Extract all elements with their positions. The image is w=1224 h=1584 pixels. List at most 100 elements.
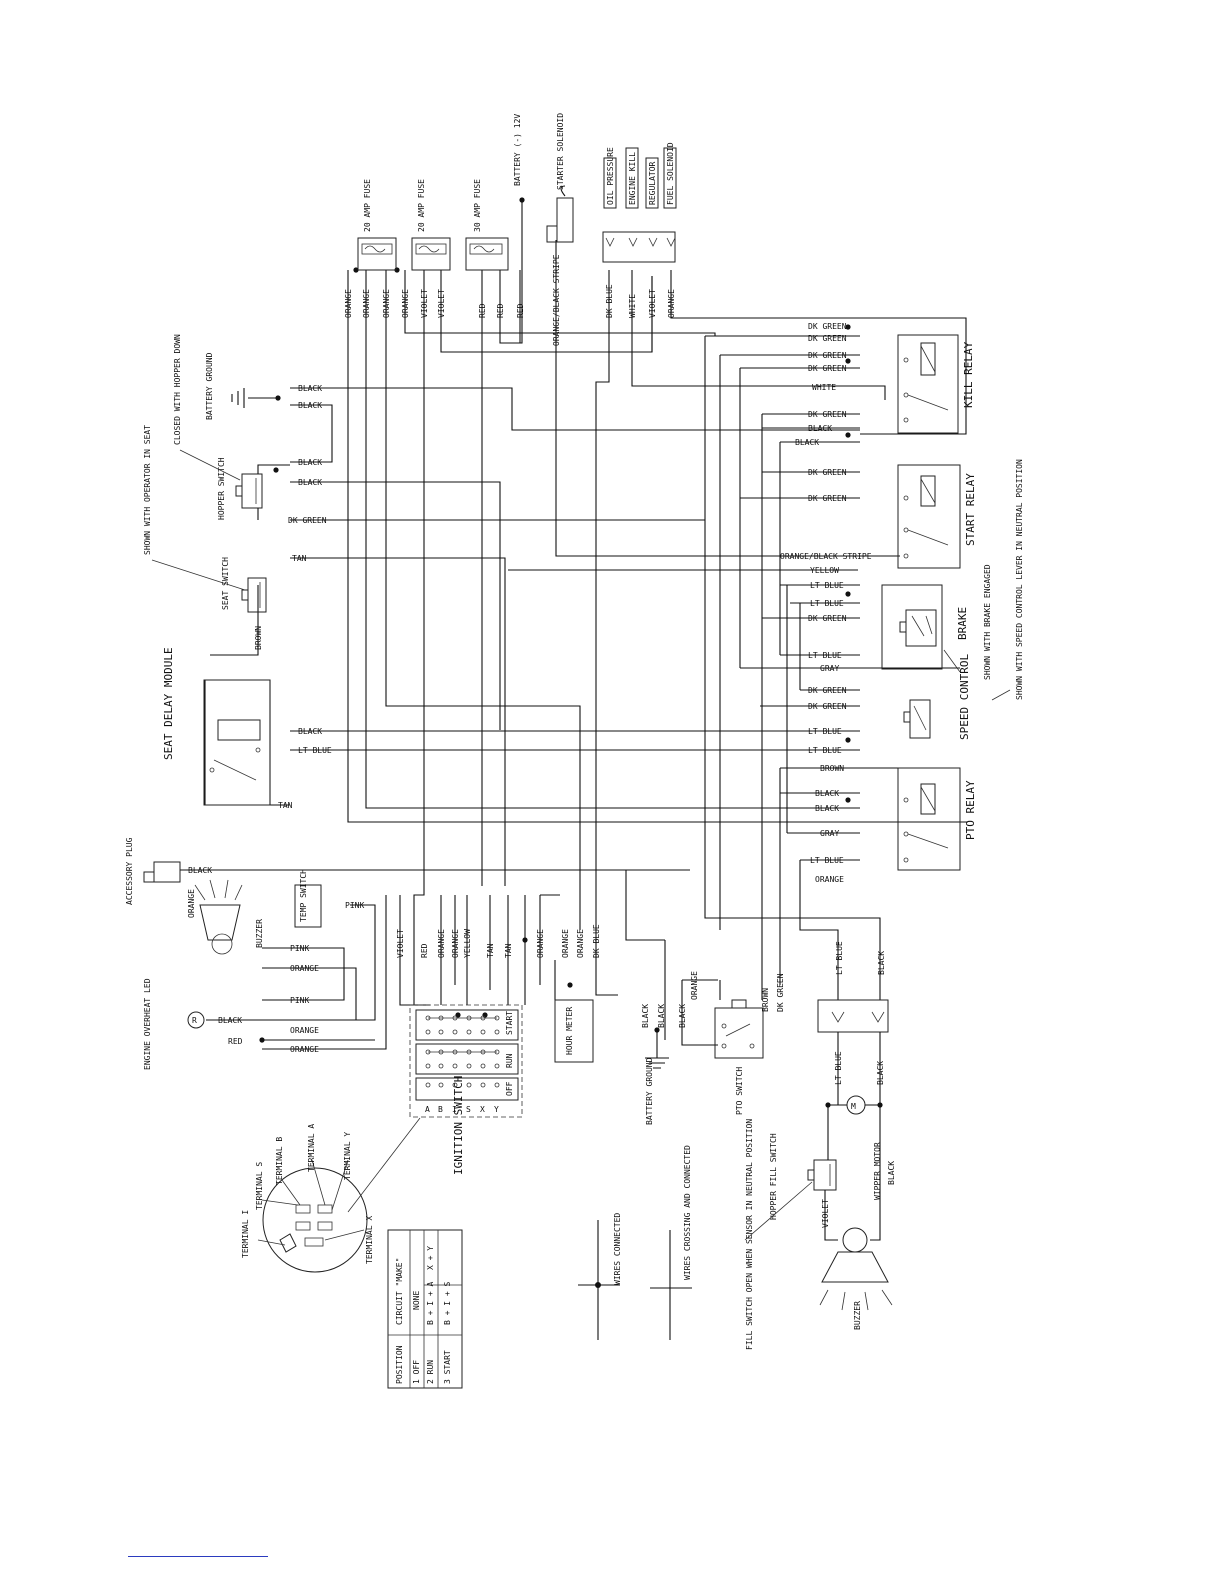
svg-text:DK GREEN: DK GREEN bbox=[288, 516, 327, 525]
svg-text:ORANGE: ORANGE bbox=[667, 289, 676, 318]
svg-text:DK GREEN: DK GREEN bbox=[808, 364, 847, 373]
svg-text:CIRCUIT "MAKE": CIRCUIT "MAKE" bbox=[395, 1258, 404, 1325]
pto-switch-label: PTO SWITCH bbox=[735, 1067, 744, 1115]
svg-text:ORANGE: ORANGE bbox=[536, 929, 545, 958]
engine-connector: OIL PRESSURE ENGINE KILL REGULATOR FUEL … bbox=[602, 142, 677, 263]
svg-text:BLACK: BLACK bbox=[298, 478, 322, 487]
svg-text:DK GREEN: DK GREEN bbox=[808, 702, 847, 711]
connector-label-engine-kill: ENGINE KILL bbox=[628, 152, 637, 205]
svg-text:RED: RED bbox=[478, 303, 487, 318]
svg-text:LT BLUE: LT BLUE bbox=[835, 941, 844, 975]
fuse-20a-2: 20 AMP FUSE bbox=[411, 179, 451, 271]
wiper-motor-label: WIPPER MOTOR bbox=[873, 1142, 882, 1200]
svg-text:TERMINAL I: TERMINAL I bbox=[241, 1210, 250, 1258]
accessory-plug: ACCESSORY PLUG bbox=[125, 837, 181, 905]
svg-text:M: M bbox=[851, 1102, 856, 1111]
svg-text:2 RUN: 2 RUN bbox=[426, 1360, 435, 1384]
svg-text:RED: RED bbox=[516, 303, 525, 318]
svg-text:RED: RED bbox=[228, 1037, 243, 1046]
footer-rule bbox=[128, 1556, 268, 1557]
svg-text:NONE: NONE bbox=[412, 1291, 421, 1310]
svg-text:TERMINAL A: TERMINAL A bbox=[307, 1124, 316, 1172]
svg-text:BLACK: BLACK bbox=[815, 804, 839, 813]
svg-text:BLACK: BLACK bbox=[887, 1161, 896, 1185]
svg-text:BLACK: BLACK bbox=[641, 1004, 650, 1028]
svg-text:LT BLUE: LT BLUE bbox=[808, 746, 842, 755]
wiper-motor: M WIPPER MOTOR bbox=[828, 1095, 882, 1241]
ignition-wire-labels: VIOLET RED ORANGE ORANGE YELLOW TAN TAN … bbox=[396, 924, 601, 958]
buzzer-top: BUZZER bbox=[194, 879, 264, 955]
svg-text:BLACK: BLACK bbox=[298, 384, 322, 393]
note-operator-in-seat: SHOWN WITH OPERATOR IN SEAT bbox=[143, 425, 152, 555]
connector-label-fuel-solenoid: FUEL SOLENOID bbox=[666, 142, 675, 205]
svg-text:R: R bbox=[192, 1016, 197, 1025]
svg-text:ORANGE: ORANGE bbox=[362, 289, 371, 318]
hopper-switch-label: HOPPER SWITCH bbox=[217, 457, 226, 520]
svg-text:X: X bbox=[480, 1105, 485, 1114]
svg-text:LT BLUE: LT BLUE bbox=[834, 1051, 843, 1085]
svg-text:BLACK: BLACK bbox=[876, 1061, 885, 1085]
svg-text:X + Y: X + Y bbox=[426, 1246, 435, 1270]
svg-text:Y: Y bbox=[494, 1105, 499, 1114]
legend-crossing: WIRES CROSSING AND CONNECTED bbox=[683, 1145, 692, 1280]
svg-text:DK GREEN: DK GREEN bbox=[808, 334, 847, 343]
svg-text:GRAY: GRAY bbox=[820, 829, 839, 838]
fuse-20a-1: 20 AMP FUSE bbox=[357, 179, 397, 271]
junctions bbox=[259, 197, 883, 1288]
temp-switch: TEMP SWITCH bbox=[294, 869, 322, 928]
svg-text:YELLOW: YELLOW bbox=[463, 929, 472, 958]
svg-text:TERMINAL Y: TERMINAL Y bbox=[343, 1132, 352, 1180]
svg-text:BLACK: BLACK bbox=[815, 789, 839, 798]
note-speed-neutral: SHOWN WITH SPEED CONTROL LEVER IN NEUTRA… bbox=[1015, 459, 1024, 700]
svg-text:TERMINAL X: TERMINAL X bbox=[365, 1216, 374, 1264]
legend-connected: WIRES CONNECTED bbox=[613, 1213, 622, 1285]
svg-text:DK GREEN: DK GREEN bbox=[776, 973, 785, 1012]
svg-text:BLACK: BLACK bbox=[188, 866, 212, 875]
svg-text:B: B bbox=[438, 1105, 443, 1114]
svg-text:TAN: TAN bbox=[504, 943, 513, 958]
right-notes: SHOWN WITH BRAKE ENGAGED SHOWN WITH SPEE… bbox=[943, 459, 1024, 701]
fuse-30a-label: 30 AMP FUSE bbox=[473, 179, 482, 232]
engine-overheat-led: R ENGINE OVERHEAT LED bbox=[143, 978, 205, 1070]
svg-text:TAN: TAN bbox=[486, 943, 495, 958]
svg-text:DK GREEN: DK GREEN bbox=[808, 686, 847, 695]
svg-text:ORANGE: ORANGE bbox=[690, 971, 699, 1000]
svg-text:ORANGE: ORANGE bbox=[187, 889, 196, 918]
svg-text:BROWN: BROWN bbox=[820, 764, 844, 773]
kill-relay-label: KILL RELAY bbox=[962, 341, 975, 408]
svg-text:YELLOW: YELLOW bbox=[810, 566, 839, 575]
svg-text:BLACK: BLACK bbox=[298, 401, 322, 410]
ignition-switch: START RUN OFF A B I S X Y IGNITION SWITC… bbox=[409, 1004, 523, 1175]
svg-text:GRAY: GRAY bbox=[820, 664, 839, 673]
svg-text:RED: RED bbox=[420, 943, 429, 958]
speed-control-label: SPEED CONTROL bbox=[958, 654, 971, 740]
svg-text:ORANGE: ORANGE bbox=[290, 1045, 319, 1054]
svg-text:VIOLET: VIOLET bbox=[821, 1199, 830, 1228]
svg-text:ORANGE: ORANGE bbox=[437, 929, 446, 958]
ignition-switch-label: IGNITION SWITCH bbox=[452, 1076, 465, 1175]
svg-text:TAN: TAN bbox=[292, 554, 307, 563]
svg-text:3 START: 3 START bbox=[443, 1350, 452, 1384]
svg-text:BLACK: BLACK bbox=[218, 1016, 242, 1025]
speed-control-switch: SPEED CONTROL bbox=[903, 654, 971, 740]
right-wire-labels: DK GREEN DK GREEN DK GREEN DK GREEN WHIT… bbox=[780, 322, 872, 884]
battery-ground-top-label: BATTERY GROUND bbox=[205, 352, 214, 420]
start-relay: START RELAY bbox=[897, 464, 977, 569]
svg-text:ORANGE: ORANGE bbox=[451, 929, 460, 958]
starter-solenoid: STARTER SOLENOID bbox=[546, 113, 574, 243]
connector-lower bbox=[817, 999, 889, 1106]
svg-text:I: I bbox=[452, 1105, 457, 1114]
legend: WIRES CONNECTED WIRES CROSSING AND CONNE… bbox=[578, 1145, 692, 1340]
svg-text:BROWN: BROWN bbox=[761, 988, 770, 1012]
svg-text:ORANGE: ORANGE bbox=[561, 929, 570, 958]
fuse-20a-1-label: 20 AMP FUSE bbox=[363, 179, 372, 232]
ignition-key-face: TERMINAL I TERMINAL S TERMINAL B TERMINA… bbox=[241, 1117, 421, 1273]
svg-text:BROWN: BROWN bbox=[254, 626, 263, 650]
start-relay-label: START RELAY bbox=[964, 473, 977, 546]
connector-label-oil-pressure: OIL PRESSURE bbox=[606, 147, 615, 205]
buzzer-bottom-label: BUZZER bbox=[853, 1301, 862, 1330]
svg-text:BLACK: BLACK bbox=[298, 458, 322, 467]
svg-text:LT BLUE: LT BLUE bbox=[808, 651, 842, 660]
pto-relay-label: PTO RELAY bbox=[964, 780, 977, 840]
